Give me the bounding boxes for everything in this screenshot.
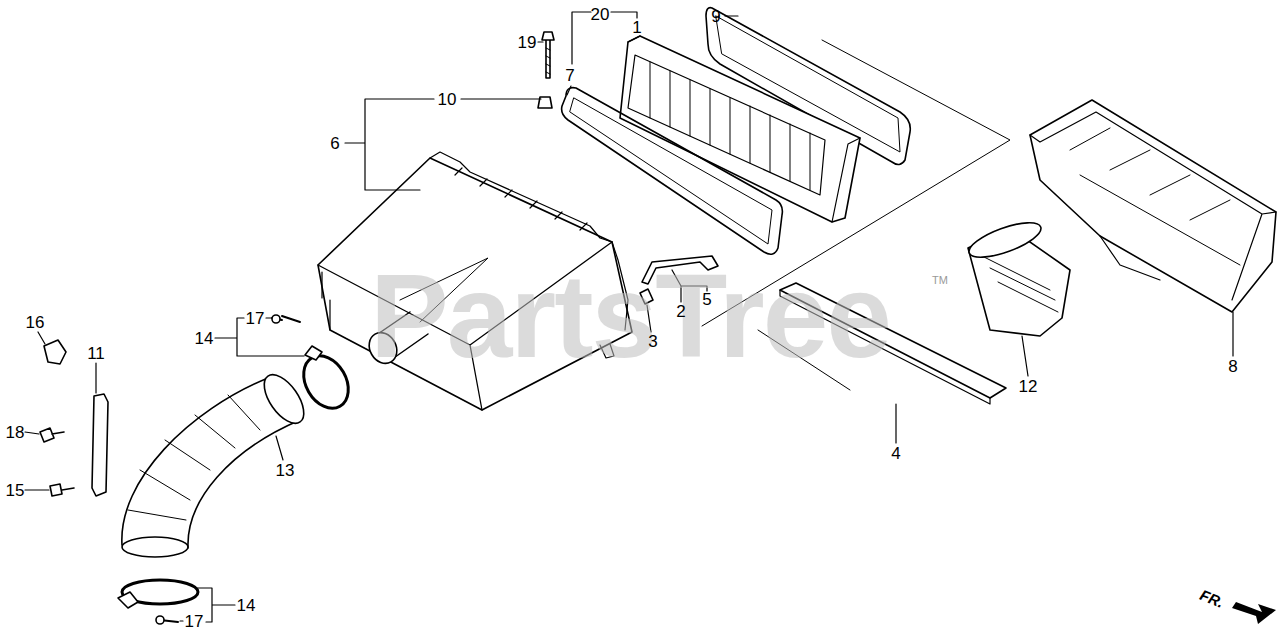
callout-number: 18 — [6, 424, 25, 441]
callout-number: 6 — [330, 135, 339, 152]
callout-number: 20 — [591, 6, 610, 23]
trademark-mark: TM — [932, 275, 948, 286]
callout-number: 2 — [676, 303, 685, 320]
callout-number: 1 — [632, 19, 641, 36]
callout-number: 8 — [1228, 358, 1237, 375]
callout-number: 15 — [6, 482, 25, 499]
callout-number: 9 — [711, 8, 720, 25]
filter-element — [620, 36, 860, 222]
callout-number: 17 — [185, 613, 204, 630]
callout-number: 4 — [891, 445, 900, 462]
callout-number: 16 — [26, 314, 45, 331]
bracket — [92, 394, 108, 496]
callout-number: 12 — [1019, 378, 1038, 395]
watermark: PartsTree — [370, 257, 890, 375]
callout-number: 17 — [246, 310, 265, 327]
front-arrow — [1232, 602, 1276, 624]
callout-number: 5 — [702, 291, 711, 308]
callout-number: 14 — [195, 330, 214, 347]
callout-number: 3 — [648, 333, 657, 350]
callout-number: 10 — [438, 91, 457, 108]
callout-number: 19 — [518, 34, 537, 51]
callout-number: 13 — [276, 462, 295, 479]
callout-number: 11 — [87, 345, 105, 362]
front-indicator: FR. — [1198, 587, 1226, 610]
callout-number: 7 — [565, 67, 574, 84]
callout-number: 14 — [237, 597, 256, 614]
gasket — [562, 88, 783, 255]
